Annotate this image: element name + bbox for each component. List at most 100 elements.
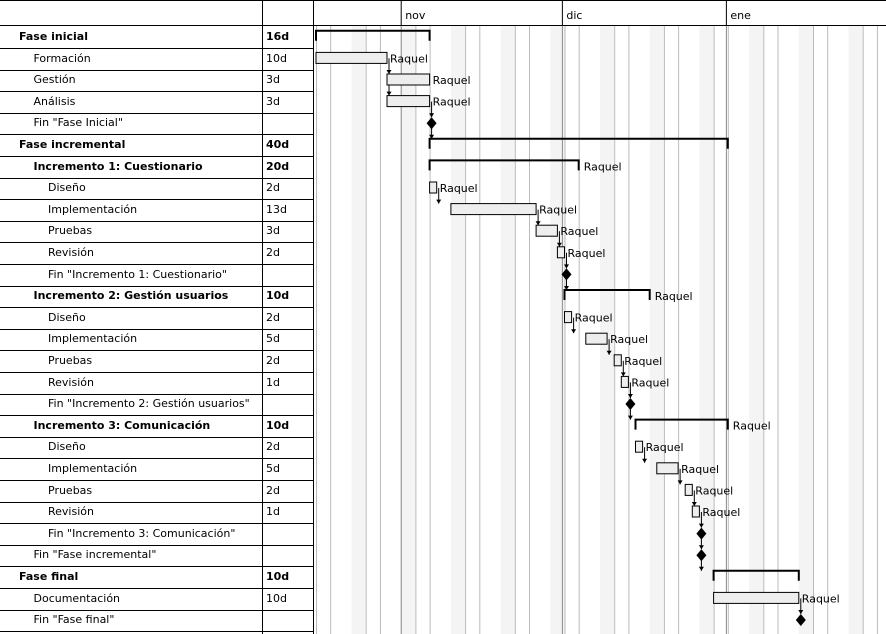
row-separator [0,91,314,93]
row-separator [0,566,314,568]
dependency-arrow [429,134,435,139]
task-duration: 5d [266,332,280,346]
dependency-arrow [620,372,626,377]
task-duration: 1d [266,375,280,389]
summary-bar [634,418,729,430]
dependency-arrow [627,415,633,420]
resource-label: Raquel [390,52,428,65]
weekend-shade [450,26,466,634]
task-row[interactable]: Fin "Incremento 2: Gestión usuarios" [0,393,314,417]
task-bar [556,246,565,259]
task-duration: 16d [266,30,290,43]
resource-label: Raquel [655,290,693,303]
resource-label: Raquel [433,74,471,87]
summary-bar [428,137,729,149]
dependency-arrow [691,502,697,506]
task-row[interactable]: Fin "Incremento 3: Comunicación" [0,523,314,546]
summary-bar [315,29,431,41]
dependency-arrow [677,480,683,485]
row-separator [0,480,314,481]
resource-label: Raquel [584,160,622,173]
dependency-arrow [698,566,704,571]
dependency-arrow [436,199,442,204]
task-name: Diseño [48,310,86,324]
dependency-arrow [642,458,648,463]
row-separator [0,156,314,157]
resource-label: Raquel [568,247,606,260]
resource-label: Raquel [802,592,840,605]
task-row[interactable]: Diseño 2d [0,307,314,330]
task-name: Fin "Fase incremental" [33,548,157,562]
row-separator [0,631,314,633]
task-bar [315,51,388,64]
milestone-diamond [625,398,636,410]
task-row[interactable]: Fin "Fase final" [0,609,314,633]
task-duration: 2d [266,440,280,454]
weekend-shade [351,26,366,634]
task-bar [656,462,679,475]
task-name: Implementación [48,202,138,216]
task-duration: 3d [266,94,280,108]
row-separator [0,609,314,611]
row-separator [0,307,314,309]
resource-label: Raquel [646,441,684,454]
row-separator [0,177,314,179]
row-separator [0,285,314,287]
task-name: Incremento 3: Comunicación [33,418,211,432]
month-label: dic [566,9,582,22]
task-duration: 2d [266,246,280,259]
dependency-arrow [571,329,577,334]
task-name: Diseño [48,181,86,195]
weekend-shade [500,26,515,634]
row-separator [0,588,314,589]
task-row[interactable]: Fin "Fase Inicial" [0,112,314,136]
task-row[interactable]: Fin "Incremento 1: Cuestionario" [0,264,314,287]
task-duration: 3d [266,73,280,87]
task-row[interactable]: Implementación 5d [0,328,314,352]
milestone-diamond [696,549,707,562]
task-duration: 2d [266,310,280,324]
task-duration: 2d [266,354,280,367]
row-separator [0,501,314,503]
dependency-arrow [556,242,562,247]
row-separator [0,328,314,330]
resource-label: Raquel [695,484,733,497]
task-name: Formación [33,51,91,65]
task-row[interactable]: Diseño 2d [0,177,314,201]
row-separator [0,48,314,49]
task-name: Implementación [48,332,138,346]
task-name: Fin "Fase final" [33,613,115,627]
task-duration: 2d [266,181,280,195]
month-label: nov [405,9,426,22]
task-duration: 10d [266,289,290,303]
row-separator [0,393,314,395]
row-separator [0,69,314,71]
task-bar [429,181,438,194]
resource-label: Raquel [440,182,478,195]
task-name: Fin "Incremento 2: Gestión usuarios" [48,397,250,411]
header-bottom-border [0,25,886,26]
task-bar [386,73,431,86]
header-top-border [0,0,886,1]
task-row[interactable]: Fin "Fase incremental" [0,544,314,568]
task-bar [620,375,629,388]
